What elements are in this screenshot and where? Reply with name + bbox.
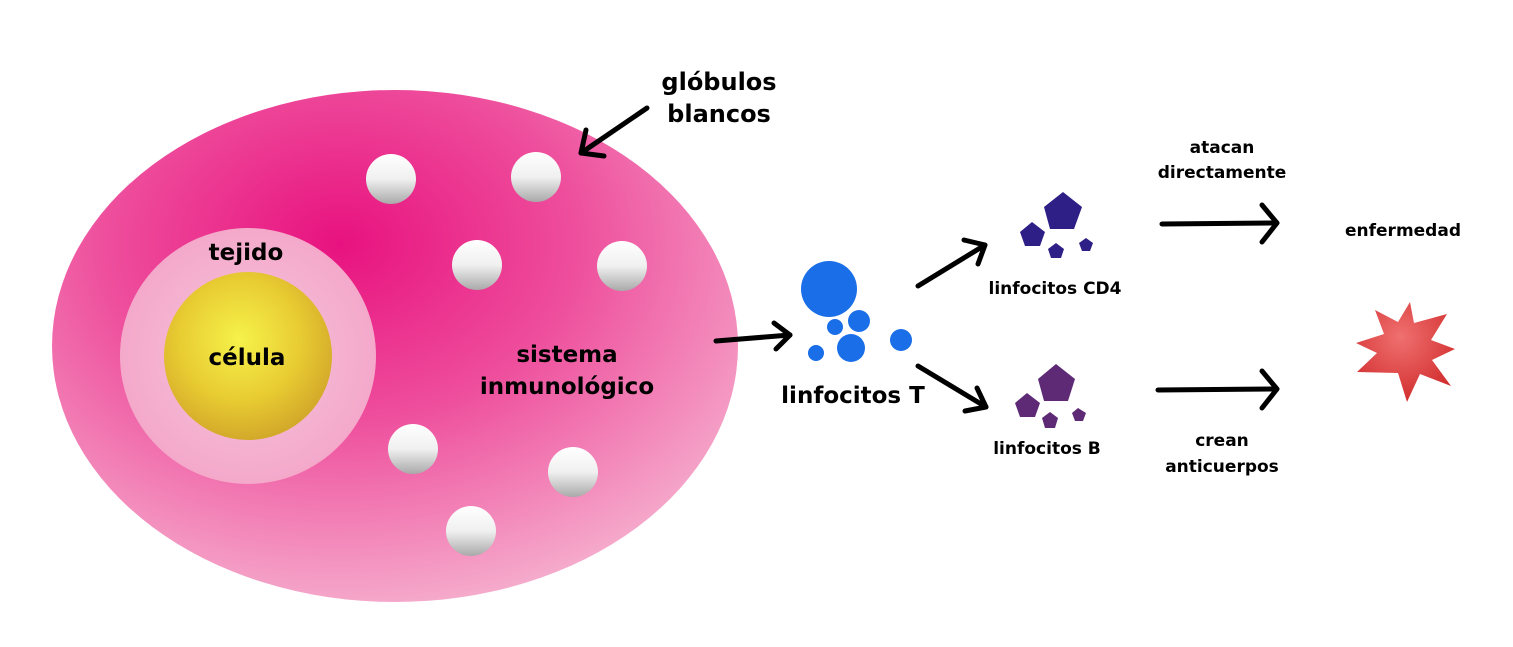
arrow-icon: [915, 363, 989, 414]
label-atacan-2: directamente: [1158, 163, 1287, 183]
arrow-icon: [1159, 202, 1280, 245]
arrows: [578, 105, 1280, 414]
label-globulos-blancos-1: glóbulos: [661, 68, 776, 96]
label-crean-1: crean: [1195, 431, 1249, 451]
label-celula: célula: [209, 345, 286, 371]
label-sistema-1: sistema: [516, 342, 617, 368]
t-lymphocyte-icon: [848, 310, 870, 332]
white-blood-cell-icon: [366, 154, 416, 204]
t-lymphocyte-icon: [808, 345, 824, 361]
cd4-pentagon-icon: [1048, 243, 1064, 258]
label-atacan-1: atacan: [1190, 138, 1255, 158]
label-linfocitos-b: linfocitos B: [993, 439, 1101, 459]
white-blood-cell-icon: [452, 240, 502, 290]
white-blood-cell-icon: [446, 506, 496, 556]
disease-starburst-icon: [1356, 302, 1455, 402]
t-lymphocyte-icon: [837, 334, 865, 362]
b-pentagon-icon: [1042, 412, 1058, 428]
b-pentagon-icon: [1072, 408, 1086, 421]
cd4-lymphocytes-cluster: [1020, 192, 1093, 258]
cd4-pentagon-icon: [1079, 238, 1093, 251]
label-globulos-blancos-2: blancos: [667, 100, 771, 128]
white-blood-cells: [366, 152, 647, 556]
arrow-icon: [915, 237, 988, 289]
b-pentagon-icon: [1015, 393, 1040, 417]
label-tejido: tejido: [209, 240, 284, 266]
label-linfocitos-cd4: linfocitos CD4: [989, 279, 1122, 299]
cell-circle: [164, 272, 332, 440]
cd4-pentagon-icon: [1044, 192, 1082, 229]
t-lymphocyte-icon: [827, 319, 843, 335]
label-crean-2: anticuerpos: [1165, 457, 1279, 477]
white-blood-cell-icon: [548, 447, 598, 497]
white-blood-cell-icon: [388, 424, 438, 474]
white-blood-cell-icon: [511, 152, 561, 202]
label-enfermedad: enfermedad: [1345, 221, 1461, 241]
b-lymphocytes-cluster: [1015, 364, 1086, 428]
white-blood-cell-icon: [597, 241, 647, 291]
t-lymphocyte-icon: [801, 261, 857, 317]
t-lymphocyte-icon: [890, 329, 912, 351]
label-linfocitos-t: linfocitos T: [781, 383, 925, 409]
arrow-icon: [713, 320, 793, 352]
label-sistema-2: inmunológico: [480, 374, 654, 400]
b-pentagon-icon: [1038, 364, 1075, 401]
t-lymphocytes-cluster: [801, 261, 912, 362]
cd4-pentagon-icon: [1020, 222, 1045, 246]
arrow-icon: [578, 105, 650, 159]
arrow-icon: [1155, 368, 1280, 411]
